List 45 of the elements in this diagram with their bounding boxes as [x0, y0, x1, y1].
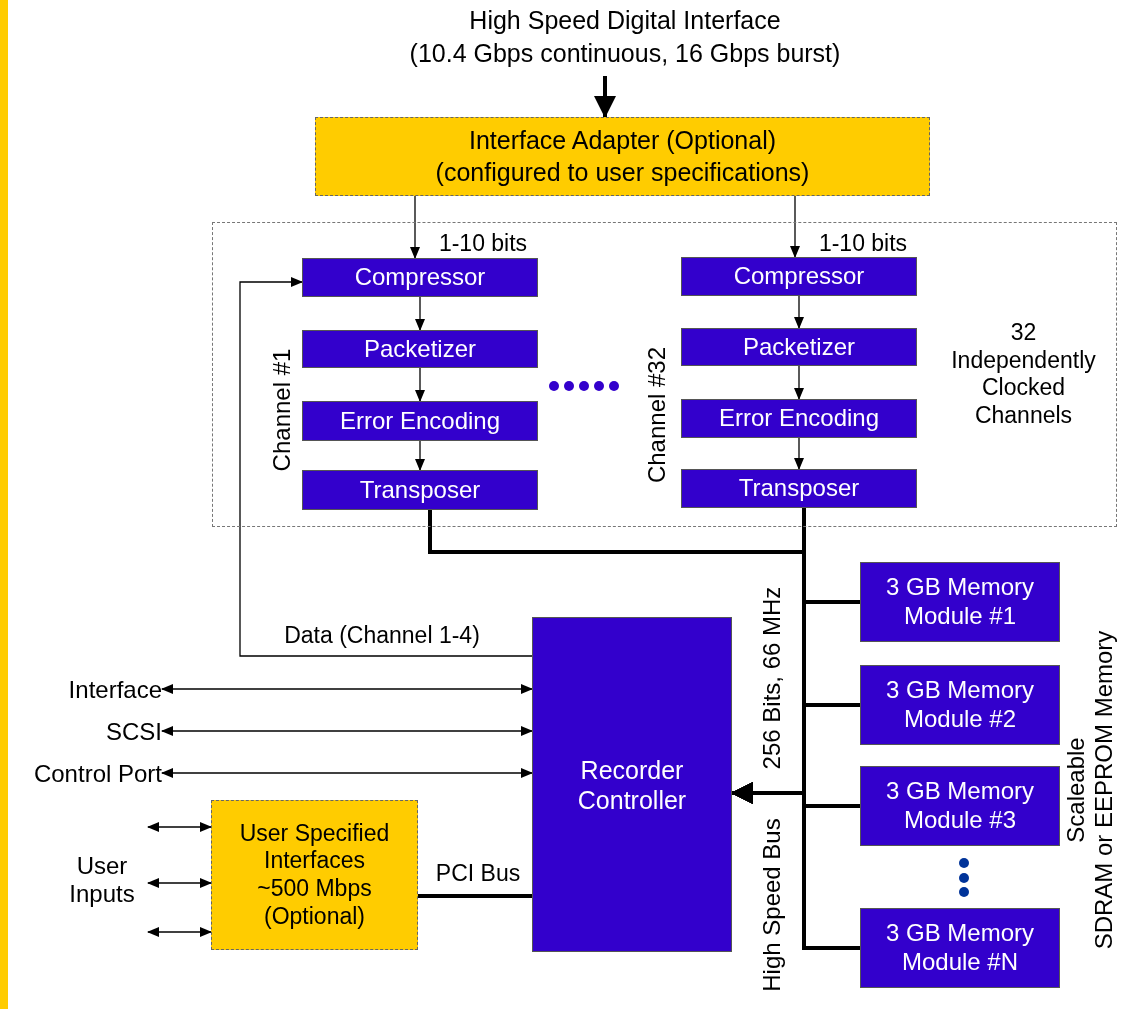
bus-line [418, 894, 532, 898]
adapter-box: Interface Adapter (Optional) (configured to user specifications) [315, 117, 930, 196]
arrow [794, 437, 804, 470]
rotated-label: SDRAM or EEPROM Memory [1092, 630, 1116, 950]
process-box: Packetizer [681, 328, 917, 366]
bus-line [594, 76, 616, 118]
process-box: Transposer [681, 469, 917, 508]
arrow [415, 367, 425, 402]
memory-module-box: 3 GB Memory Module #2 [860, 665, 1060, 745]
inputs-label: User Inputs [56, 815, 148, 945]
channel-group-frame [212, 222, 1117, 527]
optional-interface-box: User Specified Interfaces ~500 Mbps (Optional) [211, 800, 418, 950]
arrow [794, 295, 804, 329]
process-box: Error Encoding [681, 399, 917, 438]
arrow [790, 195, 800, 258]
arrow [161, 726, 533, 736]
rotated-label: Channel #32 [645, 346, 669, 484]
process-box: Compressor [302, 258, 538, 297]
port-label: Interface [10, 675, 162, 705]
input-label: High Speed Digital Interface (10.4 Gbps continuous, 16 Gbps burst) [330, 4, 920, 76]
process-box: Error Encoding [302, 401, 538, 441]
arrow [794, 365, 804, 400]
arrow [147, 822, 212, 832]
process-box: Transposer [302, 470, 538, 510]
rotated-label: Scaleable [1064, 737, 1088, 843]
controller-box: Recorder Controller [532, 617, 732, 952]
arrow [161, 768, 533, 778]
rotated-label: Channel #1 [270, 348, 294, 472]
arrow [161, 684, 533, 694]
memory-module-box: 3 GB Memory Module #3 [860, 766, 1060, 846]
arrow [415, 296, 425, 331]
port-label: SCSI [10, 717, 162, 747]
arrow [239, 277, 533, 657]
process-box: Packetizer [302, 330, 538, 368]
arrow [147, 927, 212, 937]
group-caption: 32 Independently Clocked Channels [950, 319, 1097, 430]
port-label: Control Port [4, 759, 162, 789]
arrow [147, 878, 212, 888]
arrow [410, 195, 420, 259]
memory-module-box: 3 GB Memory Module #N [860, 908, 1060, 988]
rotated-label: High Speed Bus [760, 818, 784, 992]
memory-module-box: 3 GB Memory Module #1 [860, 562, 1060, 642]
arrow [415, 440, 425, 471]
process-box: Compressor [681, 257, 917, 296]
rotated-label: 256 Bits, 66 MHz [760, 586, 784, 770]
